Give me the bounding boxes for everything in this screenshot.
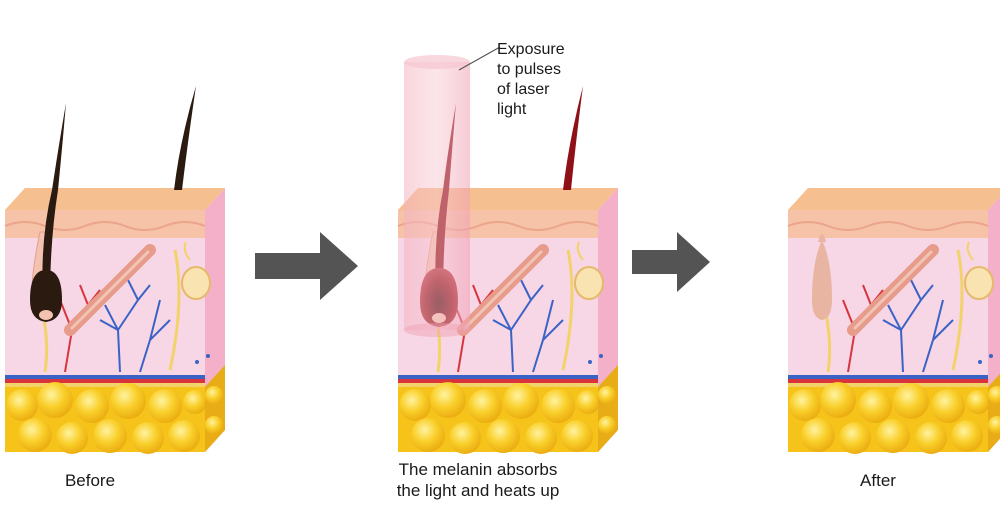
before-skin-block <box>5 86 225 454</box>
laser-callout-line-4: light <box>497 101 527 118</box>
laser-caption-line-1: The melanin absorbs <box>398 460 558 479</box>
before-hair-right <box>174 86 196 190</box>
laser-caption: The melanin absorbs the light and heats … <box>368 459 588 501</box>
laser-callout-line-2: to pulses <box>497 61 562 78</box>
before-caption: Before <box>64 471 116 490</box>
arrow-icon <box>255 232 358 300</box>
laser-callout-line-3: of laser <box>497 81 550 98</box>
after-hair-follicle <box>812 240 832 320</box>
before-hair-shaft <box>42 103 66 300</box>
laser-callout-leader <box>458 46 501 71</box>
laser-beam <box>404 55 470 337</box>
after-caption: After <box>860 471 896 490</box>
laser-callout-line-1: Exposure <box>497 41 565 58</box>
laser-callout: Exposure to pulses of laser light <box>497 40 565 120</box>
before-hair-bulb <box>30 270 62 322</box>
after-skin-block <box>788 188 1000 454</box>
arrow-icon <box>632 232 710 292</box>
laser-caption-line-2: the light and heats up <box>396 481 560 500</box>
